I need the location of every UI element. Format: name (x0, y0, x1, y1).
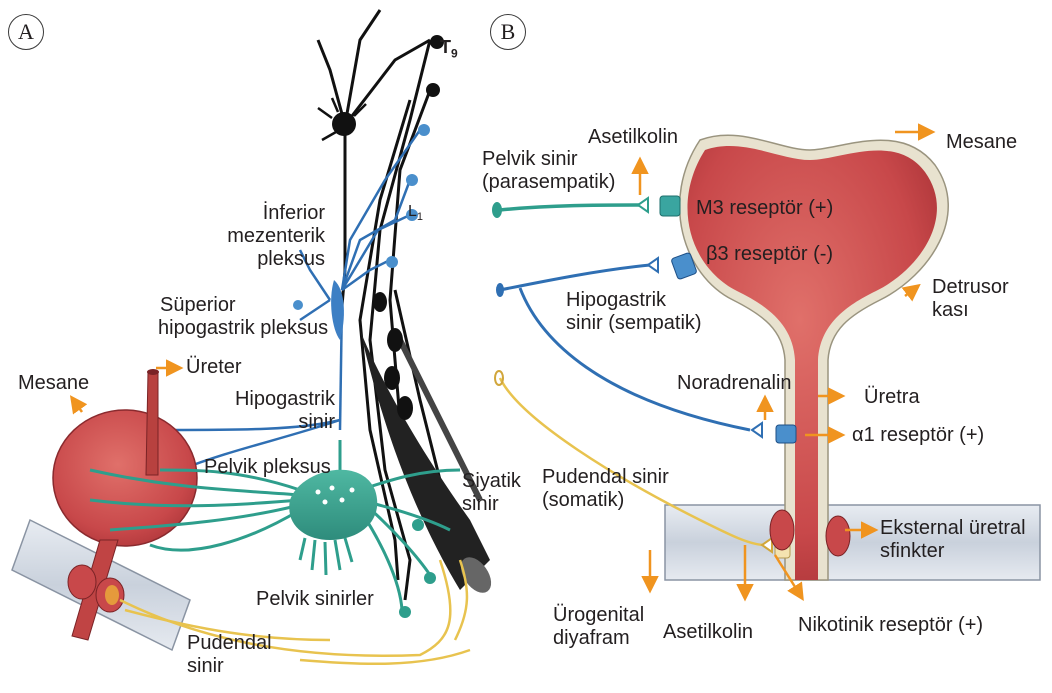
synapse-icon (648, 252, 697, 280)
arrow-icon (905, 286, 918, 296)
panel-label-a: A (8, 14, 44, 50)
urogenital-diaphragm-label: Ürogenital diyafram (553, 604, 644, 650)
ureter-label-a: Üreter (186, 356, 242, 379)
pelvic-plexus (289, 470, 377, 540)
pudendal-nerve-label-b: Pudendal sinir (somatik) (542, 466, 669, 512)
sphincter-a-left (68, 565, 96, 599)
inferior-plexus-label: İnferior mezenterik pleksus (225, 202, 325, 271)
l1-label: L1 (408, 200, 423, 229)
sphincter-b-right (826, 516, 850, 556)
pelvic-nerves-label: Pelvik sinirler (256, 588, 374, 611)
synapse-icon (752, 423, 796, 443)
panel-label-b: B (490, 14, 526, 50)
bladder-label-b: Mesane (946, 131, 1017, 154)
acetylcholine-top-label: Asetilkolin (588, 126, 678, 149)
t9-label: T9 (440, 36, 458, 62)
synapse-icon (638, 196, 680, 216)
hypogastric-nerve-label-a: Hipogastrik sinir (230, 388, 335, 434)
sphincter-b-left (770, 510, 794, 550)
pelvic-nerve-fiber (500, 205, 640, 210)
bladder-label-a: Mesane (18, 372, 89, 395)
sciatic-nerve-trunk (360, 330, 497, 598)
acetylcholine-bottom-label: Asetilkolin (663, 621, 753, 644)
superior-plexus-label: Süperior hipogastrik pleksus (158, 294, 328, 340)
detrusor-label: Detrusor kası (932, 276, 1009, 322)
hypogastric-nerve-label-b: Hipogastrik sinir (sempatik) (566, 289, 702, 335)
neuron-icon (318, 98, 366, 140)
pelvic-nerve-label-b: Pelvik sinir (parasempatik) (482, 148, 615, 194)
pelvic-plexus-label: Pelvik pleksus (204, 456, 331, 479)
m3-receptor-label: M3 reseptör (+) (696, 197, 833, 220)
sciatic-nerve-label: Siyatik sinir (462, 470, 521, 516)
pudendal-nerve-label-a: Pudendal sinir (187, 632, 272, 678)
b3-receptor-label: β3 reseptör (-) (706, 243, 833, 266)
noradrenaline-label: Noradrenalin (677, 372, 792, 395)
a1-receptor-label: α1 reseptör (+) (852, 424, 984, 447)
external-sphincter-label: Eksternal üretral sfinkter (880, 517, 1026, 563)
ureter-tube (146, 372, 158, 475)
arrow-icon (72, 398, 82, 412)
nicotinic-receptor-label: Nikotinik reseptör (+) (798, 614, 983, 637)
urethra-label: Üretra (864, 386, 920, 409)
